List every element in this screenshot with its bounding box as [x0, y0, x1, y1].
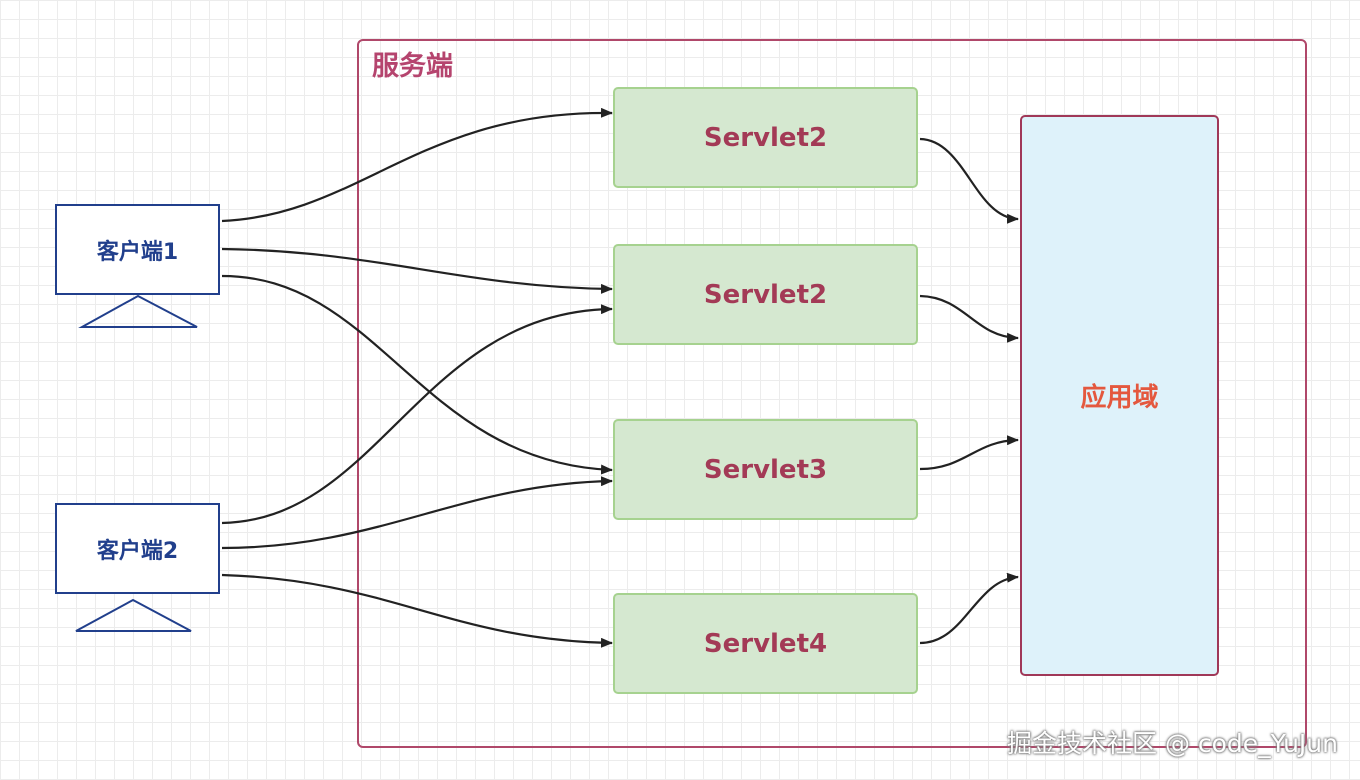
servlet-2[interactable]: Servlet2 [613, 244, 918, 345]
client-2-label: 客户端2 [96, 538, 179, 564]
edge-client2-servlet2 [221, 304, 613, 525]
client-2-stand-icon [75, 598, 192, 632]
edge-servlet3-domain [919, 435, 1019, 471]
client-2-monitor[interactable]: 客户端2 [55, 503, 220, 594]
edge-client1-servlet1 [221, 107, 613, 223]
watermark: 掘金技术社区 @ code_YuJun [1007, 729, 1338, 758]
client-1-stand-icon [78, 294, 198, 328]
server-container [357, 39, 1307, 748]
server-label: 服务端 [372, 51, 453, 82]
servlet-4[interactable]: Servlet4 [613, 593, 918, 694]
edge-client1-servlet2 [221, 247, 613, 294]
edge-servlet2-domain [919, 294, 1019, 343]
servlet-1[interactable]: Servlet2 [613, 87, 918, 188]
client-1-monitor[interactable]: 客户端1 [55, 204, 220, 295]
servlet-3[interactable]: Servlet3 [613, 419, 918, 520]
edge-servlet4-domain [919, 572, 1019, 645]
edge-client2-servlet3 [221, 476, 613, 550]
application-domain-label: 应用域 [1080, 383, 1159, 413]
application-domain[interactable]: 应用域 [1020, 115, 1219, 676]
edge-servlet1-domain [919, 137, 1019, 224]
edge-client1-servlet3 [221, 274, 613, 475]
edge-client2-servlet4 [221, 573, 613, 648]
client-1-label: 客户端1 [96, 239, 179, 265]
